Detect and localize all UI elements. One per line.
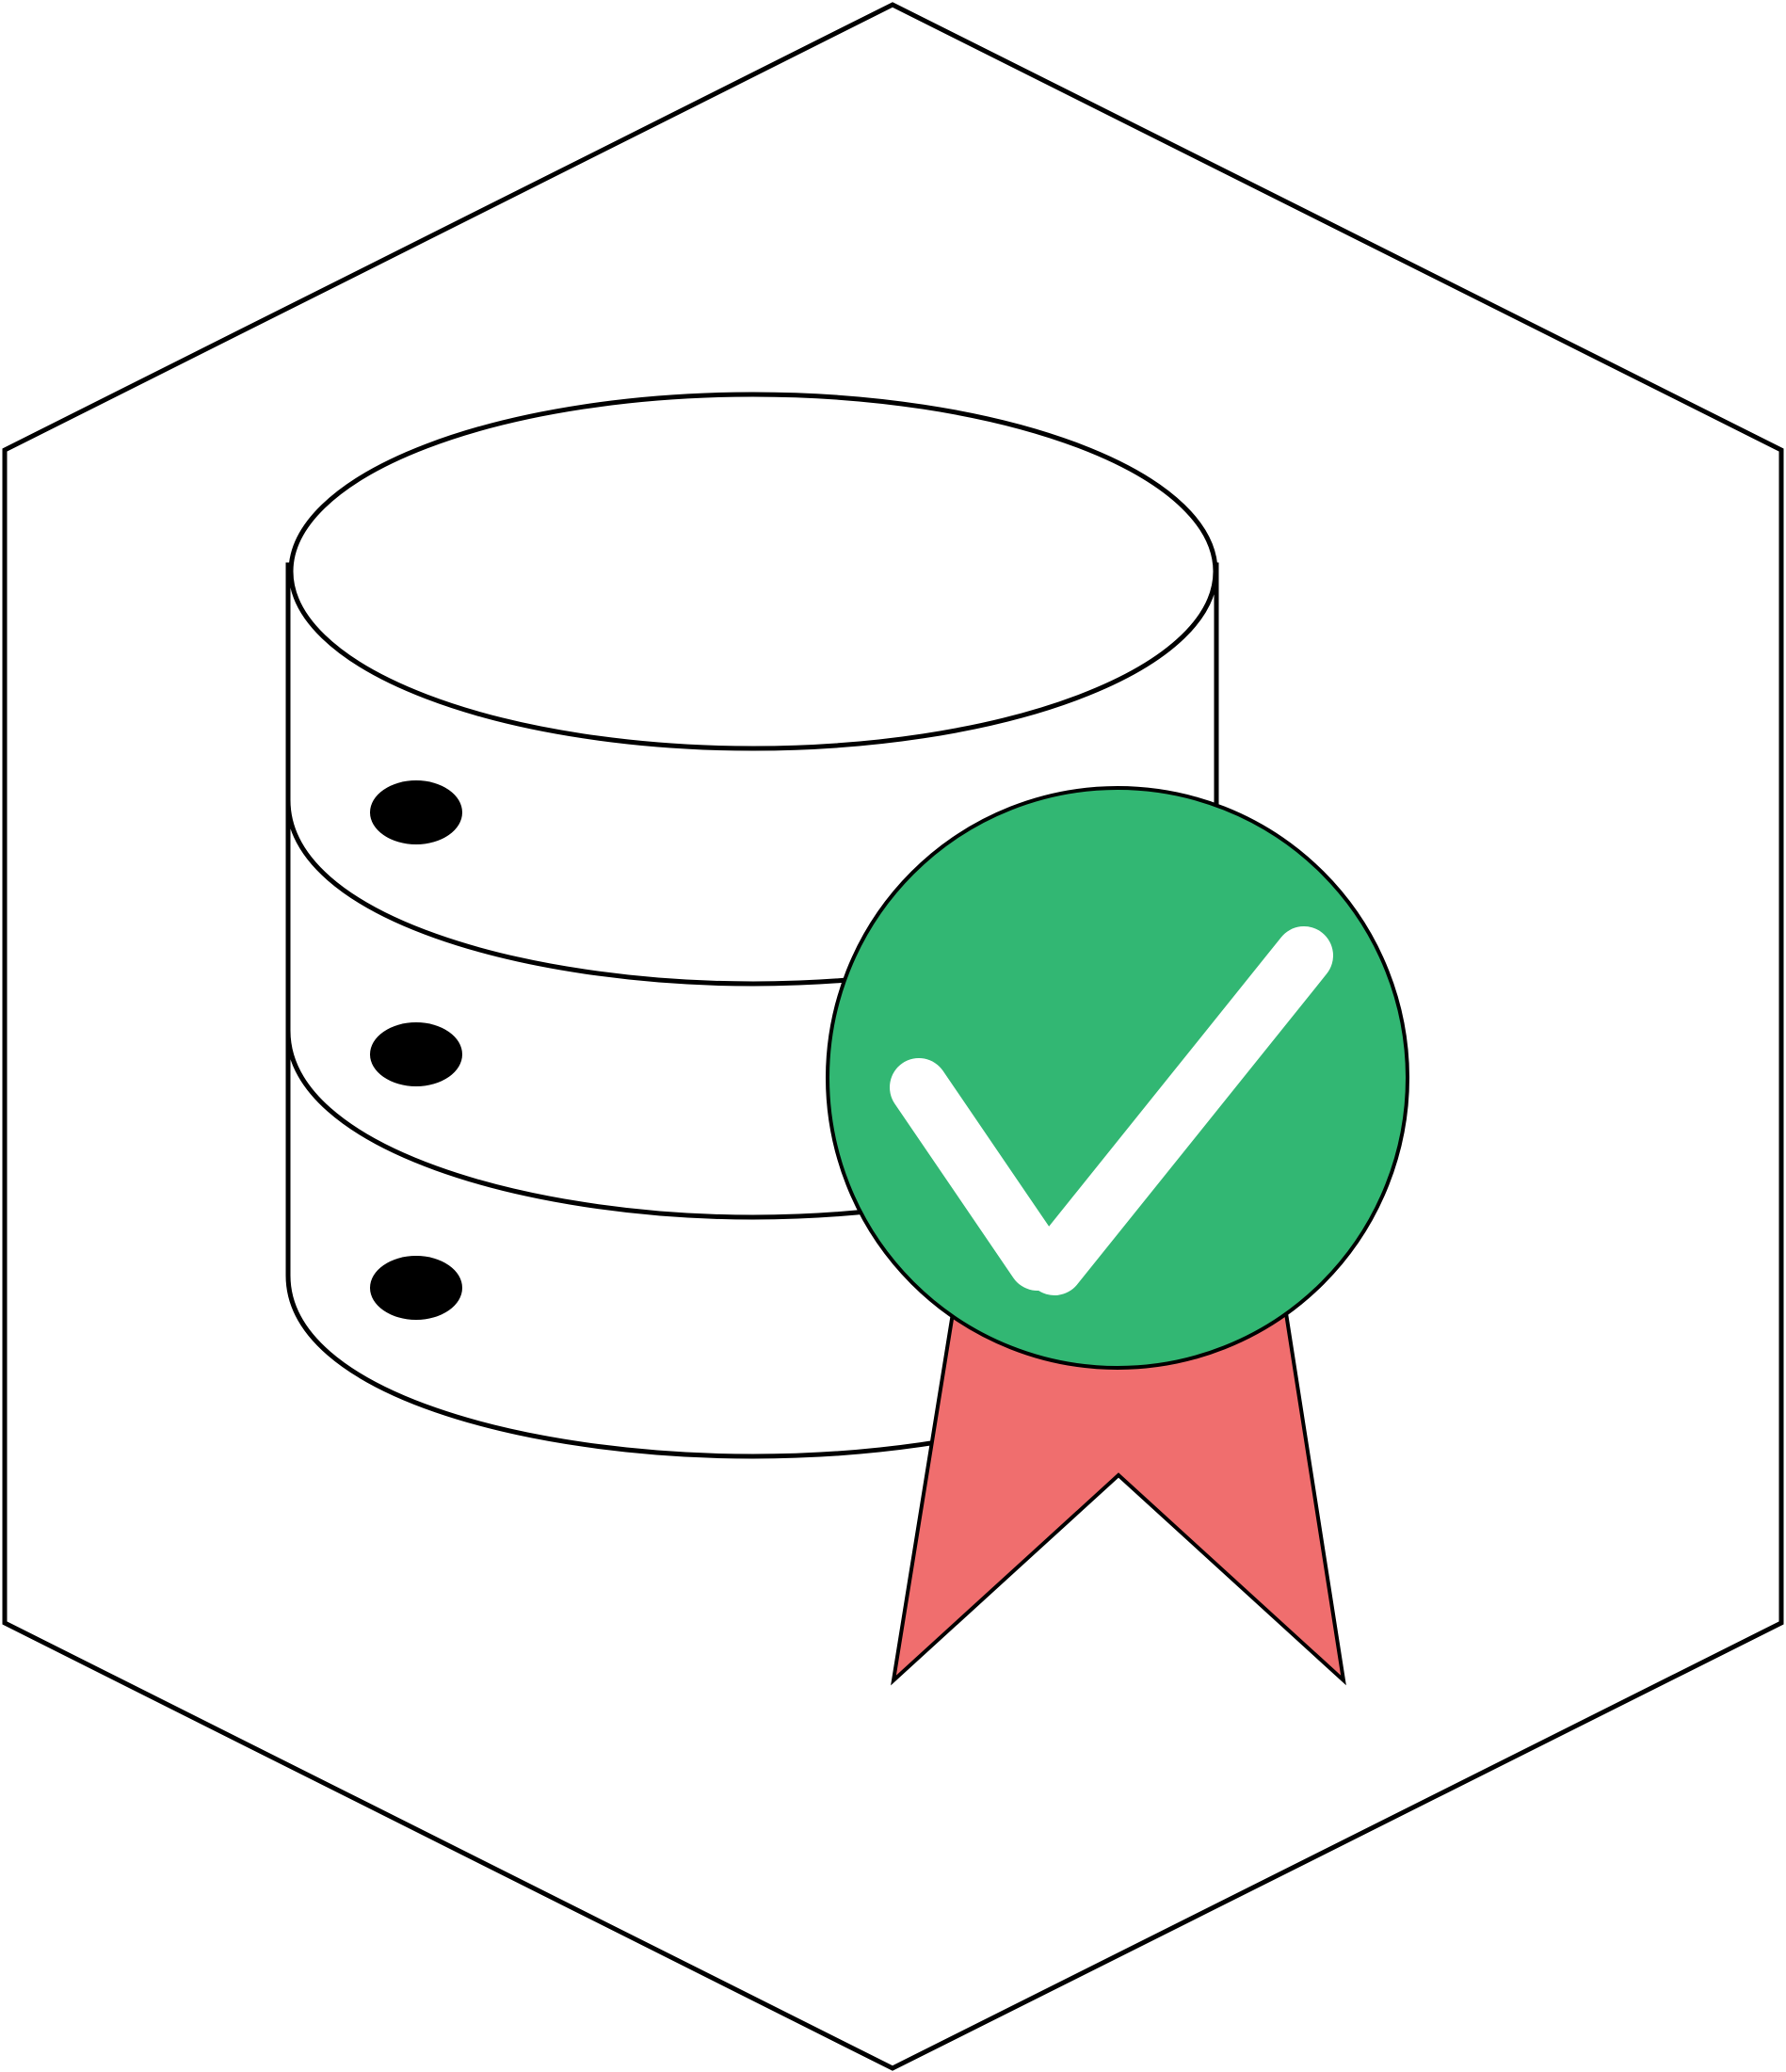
checkmark-icon (890, 926, 1333, 1295)
database-indicator-dot-1 (370, 780, 462, 844)
award-ribbon-icon (826, 786, 1409, 1686)
database-indicator-dot-3 (370, 1256, 462, 1320)
database-indicator-dot-2 (370, 1022, 462, 1086)
award-medal (826, 786, 1409, 1370)
database-top (288, 392, 1218, 751)
